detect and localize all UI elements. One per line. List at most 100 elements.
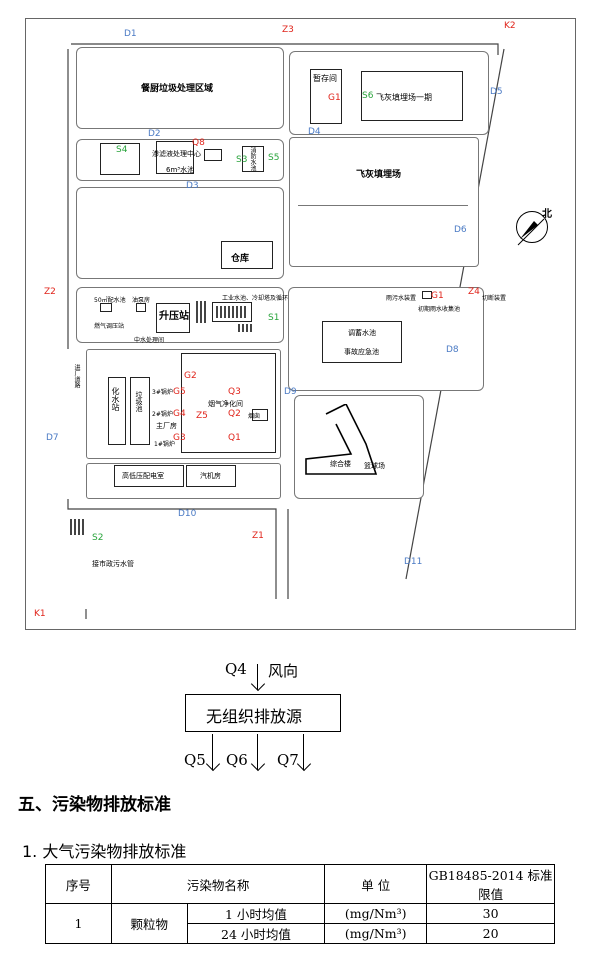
emission-source-box (185, 694, 341, 732)
marker-s5: S5 (268, 153, 280, 163)
marker-d9: D9 (284, 387, 297, 397)
table-row: 24 小时均值 (mg/Nm³) 20 (46, 923, 555, 944)
basketball-label: 篮球场 (364, 462, 385, 470)
complex-outline (305, 404, 378, 475)
cell-pollutant: 颗粒物 (110, 903, 188, 944)
sludge-label: 消防水池 (249, 147, 256, 171)
accident-pool-label: 事故应急池 (344, 348, 379, 356)
leachate-center-box (156, 141, 194, 174)
marker-k1: K1 (34, 609, 46, 619)
bunker-box (130, 377, 150, 445)
marker-g3: G3 (173, 433, 186, 443)
storage-room-label: 暂存间 (313, 74, 337, 83)
stack-label: 中水处理间 (134, 337, 165, 344)
bunker-label: 垃圾池 (135, 391, 143, 412)
boiler2-label: 2#锅炉 (152, 411, 173, 418)
wind-q5: Q5 (184, 751, 206, 769)
cut-off-label: 切断装置 (482, 295, 507, 302)
marker-d7: D7 (46, 433, 59, 443)
cell-unit: (mg/Nm³) (324, 903, 428, 924)
oil-press-label: 燃气调压站 (94, 323, 125, 330)
storage-room-box (310, 69, 342, 124)
wind-q4: Q4 (225, 660, 247, 678)
chimney-label: 烟囱 (248, 413, 261, 420)
chem-water-label: 化水站 (111, 387, 120, 411)
water-tank-label: 6m³水池 (166, 166, 195, 174)
fly-ash-landfill-block (289, 137, 479, 267)
rain-pool-block (288, 287, 484, 391)
rain-gate-sub-label: 初期雨水收集池 (418, 306, 461, 313)
table-row: 1 颗粒物 1 小时均值 (mg/Nm³) 30 (45, 903, 555, 944)
industrial-water-label: 工业水池、冷却塔及循环泵房 (222, 295, 301, 302)
fly-ash-phase1-box (361, 71, 463, 121)
kitchen-waste-block (76, 47, 284, 129)
cell-period: 1 小时均值 (186, 903, 326, 924)
header-no: 序号 (45, 864, 112, 904)
rain-pool-label: 调蓄水池 (348, 329, 376, 337)
marker-g1-mid: G1 (431, 291, 444, 301)
flue-gas-box (181, 353, 276, 453)
cell-period: 24 小时均值 (186, 923, 326, 944)
marker-g1-top: G1 (328, 93, 341, 103)
marker-s1: S1 (268, 313, 280, 323)
marker-z4: Z4 (468, 287, 480, 297)
main-plant-label: 主厂房 (156, 422, 177, 430)
header-limit: GB18485-2014 标准限值 (426, 864, 555, 904)
turbine-box (186, 465, 236, 487)
marker-q8: Q8 (192, 138, 205, 148)
marker-d3: D3 (186, 181, 199, 191)
kitchen-waste-label: 餐厨垃圾处理区域 (141, 84, 214, 94)
marker-d6: D6 (454, 225, 467, 235)
arrow-q6-icon (257, 734, 258, 770)
arrow-q5-icon (212, 734, 213, 770)
cell-limit: 30 (426, 903, 555, 924)
warehouse-box (221, 241, 273, 269)
tank-50-label: 50㎡配水池 (94, 297, 126, 304)
rain-pool-box (322, 321, 402, 363)
compass-icon (516, 211, 548, 243)
s4-box (100, 143, 140, 175)
fly-ash-phase1-label: 飞灰填埋场一期 (376, 93, 432, 102)
hv-room-label: 高低压配电室 (122, 472, 164, 480)
boost-label: 升压站 (159, 311, 189, 322)
oil-pump-label: 油泵房 (132, 297, 151, 304)
subsection-title: 1. 大气污染物排放标准 (22, 842, 187, 861)
compass-north-label: 北 (542, 209, 552, 220)
marker-q2: Q2 (228, 409, 241, 419)
marker-k2: K2 (504, 21, 516, 31)
marker-q3: Q3 (228, 387, 241, 397)
fly-ash-landfill-label: 飞灰填埋场 (356, 170, 402, 180)
sludge-box (242, 146, 264, 172)
marker-d1: D1 (124, 29, 137, 39)
flue-gas-label: 烟气净化间 (208, 400, 243, 408)
header-name: 污染物名称 (110, 864, 326, 904)
marker-z5: Z5 (196, 411, 208, 421)
marker-s2: S2 (92, 533, 104, 543)
turbine-label: 汽机房 (200, 472, 221, 480)
boost-box (156, 303, 190, 333)
chem-water-box (108, 377, 126, 445)
cell-no: 1 (45, 903, 112, 944)
wind-direction-label: 风向 (268, 662, 299, 680)
wind-q6: Q6 (226, 751, 248, 769)
marker-d5: D5 (490, 87, 503, 97)
header-unit: 单 位 (324, 864, 428, 904)
marker-s6: S6 (362, 91, 374, 101)
table-header-row: 序号 污染物名称 单 位 GB18485-2014 标准限值 (45, 864, 555, 904)
boiler1-label: 1#锅炉 (154, 441, 175, 448)
sewage-outlet-label: 接市政污水管 (92, 560, 134, 568)
marker-s4: S4 (116, 145, 128, 155)
marker-d11: D11 (404, 557, 423, 567)
complex-block (294, 395, 424, 499)
marker-z2: Z2 (44, 287, 56, 297)
compass-needle-icon (520, 221, 538, 239)
wind-arrow-down-icon (257, 664, 258, 690)
main-road-label: 进厂道路 (73, 364, 80, 388)
marker-d10: D10 (178, 509, 197, 519)
marker-d4: D4 (308, 127, 321, 137)
site-map: 餐厨垃圾处理区域 暂存间 飞灰填埋场一期 飞灰填埋场 渗滤液处理中心 6m³水池… (25, 18, 576, 630)
warehouse-label: 仓库 (231, 254, 250, 264)
chimney-box (252, 409, 268, 421)
section-title: 五、污染物排放标准 (18, 795, 171, 815)
marker-g5: G5 (173, 387, 186, 397)
